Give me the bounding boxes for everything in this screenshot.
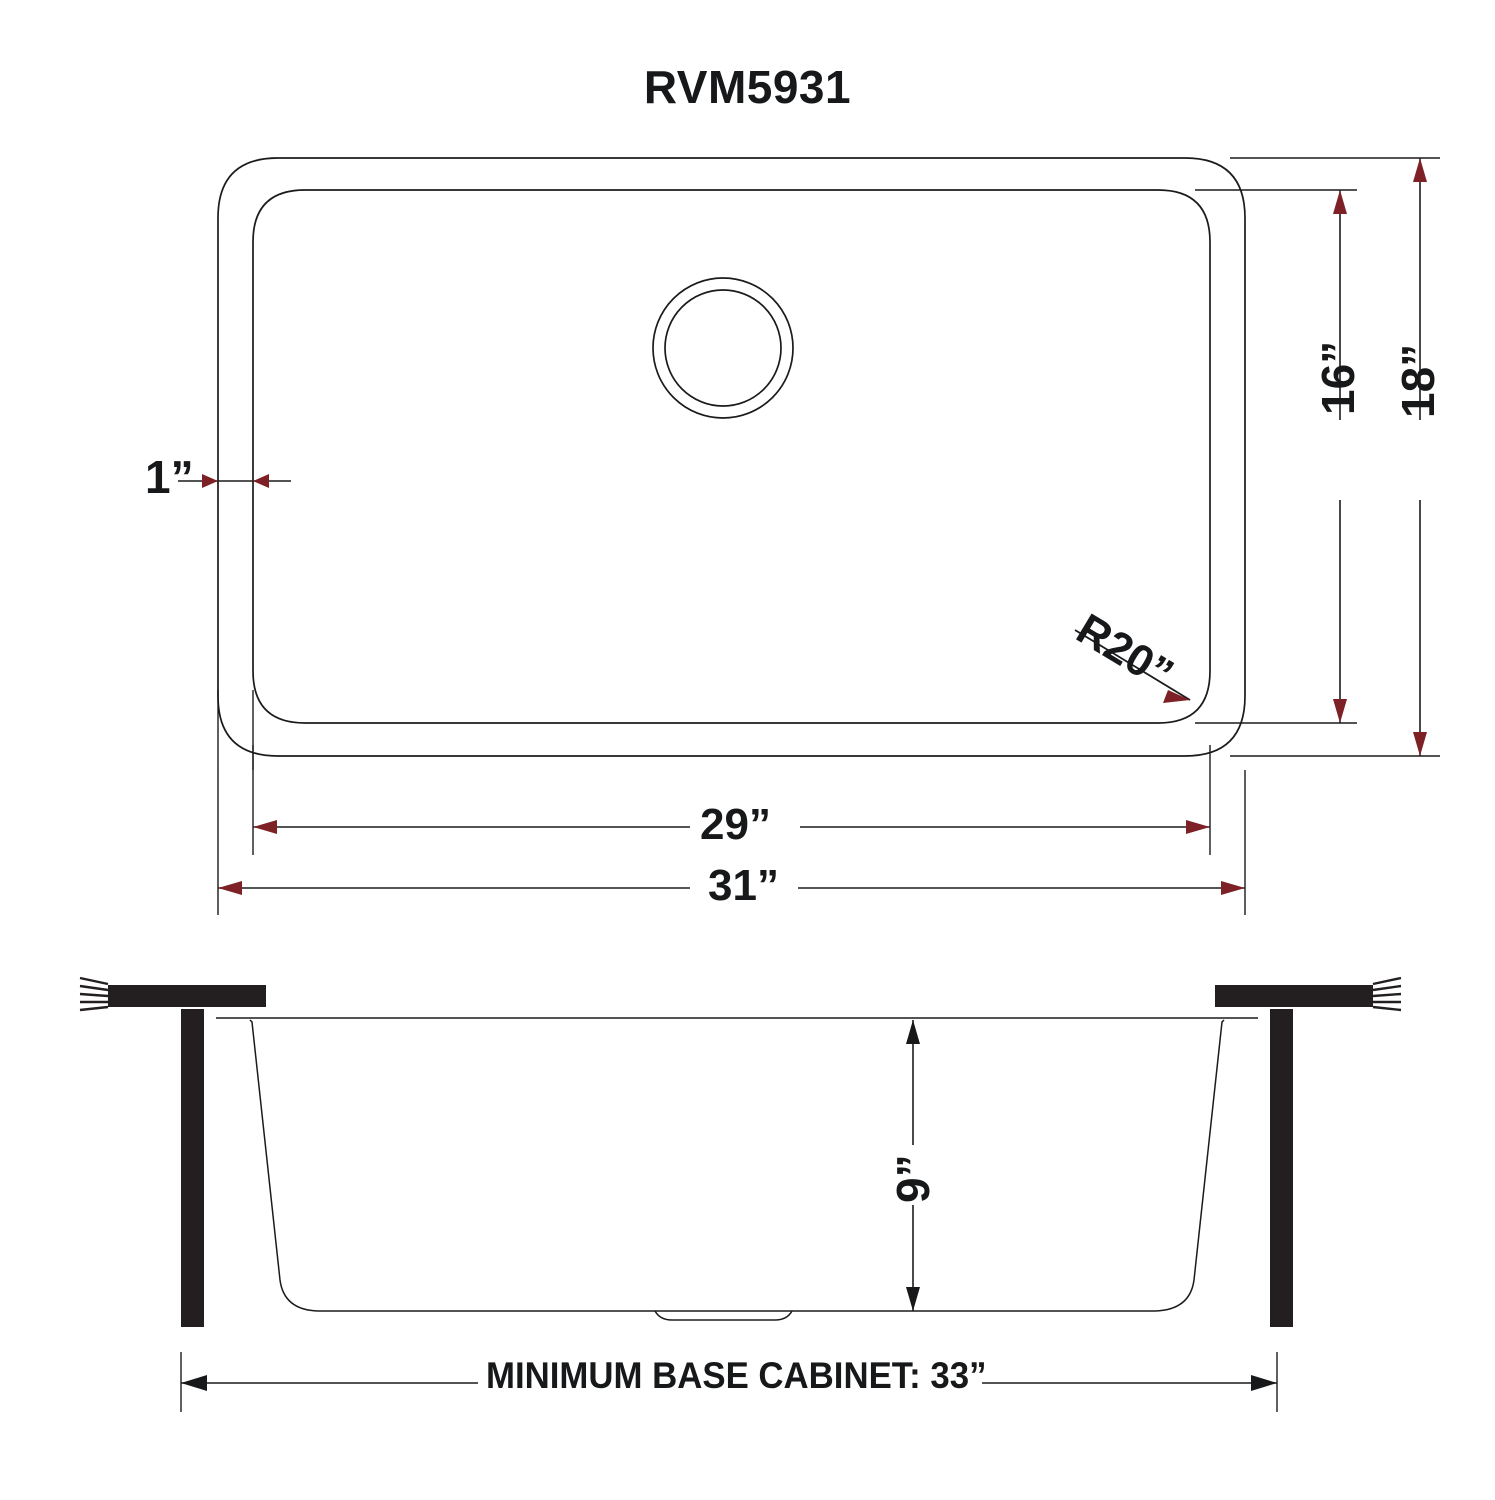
section-basin-profile bbox=[249, 1019, 1225, 1312]
dim-min-base-cabinet bbox=[180, 1352, 1278, 1412]
countertop-bar-left bbox=[108, 985, 266, 1007]
hatch-right bbox=[1372, 976, 1402, 1012]
arrowhead-9in-bottom bbox=[906, 1287, 920, 1311]
arrowhead-29in-right bbox=[1186, 820, 1210, 834]
arrowhead-cabinet-right bbox=[1251, 1375, 1277, 1391]
arrowhead-29in-left bbox=[253, 820, 277, 834]
dim-basin-depth bbox=[906, 1020, 920, 1311]
leader-line-r20 bbox=[1074, 629, 1191, 701]
arrowhead-16in-bottom bbox=[1333, 699, 1347, 723]
sink-outer-rim bbox=[217, 157, 1246, 757]
arrowhead-31in-right bbox=[1221, 881, 1245, 895]
dim-rim-to-basin bbox=[178, 474, 291, 770]
dim-label-1in: 1” bbox=[145, 451, 194, 503]
dim-label-29in: 29” bbox=[700, 800, 771, 849]
arrowhead-31in-left bbox=[218, 881, 242, 895]
dim-label-18in: 18” bbox=[1392, 343, 1444, 418]
arrowhead-1in-left bbox=[253, 474, 269, 488]
dim-label-9in: 9” bbox=[887, 1154, 939, 1203]
section-drain-depression bbox=[654, 1310, 793, 1321]
hatch-left bbox=[79, 976, 109, 1012]
arrowhead-9in-top bbox=[906, 1020, 920, 1044]
arrowhead-1in-right bbox=[202, 474, 218, 488]
dim-basin-width bbox=[252, 745, 1211, 855]
top-view-group bbox=[178, 157, 1440, 915]
arrowhead-18in-top bbox=[1413, 158, 1427, 182]
sink-inner-basin bbox=[252, 189, 1211, 724]
cabinet-wall-left bbox=[181, 1009, 204, 1327]
arrowhead-16in-top bbox=[1333, 190, 1347, 214]
drain-inner-circle bbox=[664, 289, 782, 407]
arrowhead-18in-bottom bbox=[1413, 732, 1427, 756]
drain-outer-circle bbox=[652, 277, 794, 419]
dim-label-min-base-cabinet: MINIMUM BASE CABINET: 33” bbox=[486, 1355, 987, 1396]
countertop-bar-right bbox=[1215, 985, 1373, 1007]
dim-overall-height bbox=[1230, 157, 1440, 757]
dim-basin-height bbox=[1195, 189, 1357, 724]
dim-label-16in: 16” bbox=[1312, 340, 1364, 415]
section-view-group bbox=[79, 976, 1402, 1412]
page-title: RVM5931 bbox=[643, 61, 852, 113]
arrowhead-r20 bbox=[1163, 690, 1190, 703]
dim-overall-width bbox=[217, 770, 1246, 915]
arrowhead-cabinet-left bbox=[181, 1375, 207, 1391]
dim-corner-radius bbox=[1074, 629, 1191, 703]
dim-label-31in: 31” bbox=[708, 861, 779, 910]
cabinet-wall-right bbox=[1270, 1009, 1293, 1327]
